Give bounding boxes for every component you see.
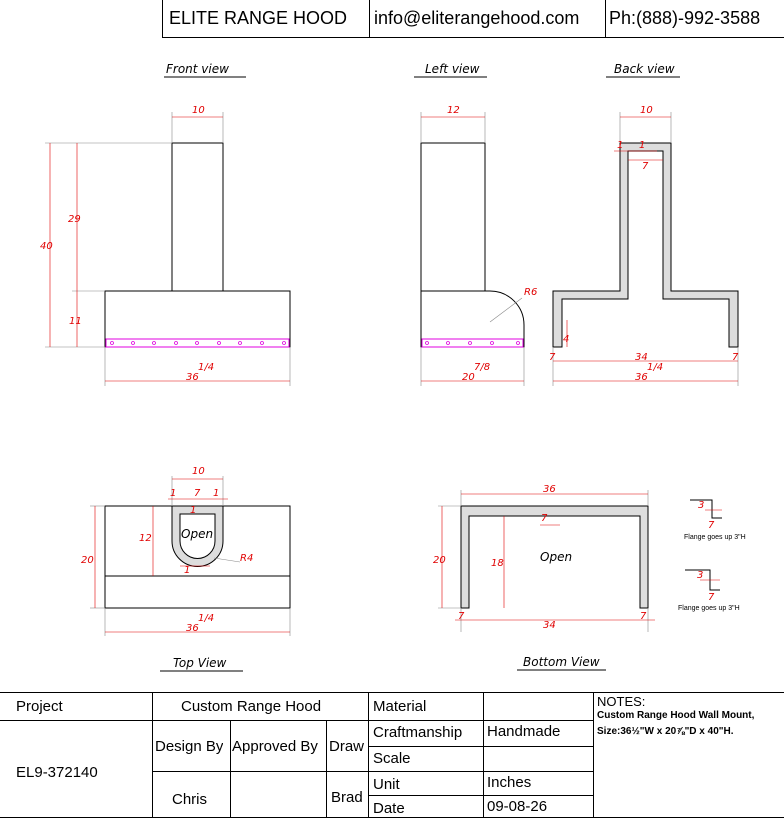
flange-dim-b: 7: [708, 520, 715, 531]
top-dim-depth-inner: 12: [139, 533, 152, 544]
scale-label: Scale: [373, 750, 411, 767]
bottom-view-title: Bottom View: [523, 655, 600, 669]
left-dim-radius: R6: [524, 287, 537, 298]
top-dim-wall-right: 1: [213, 488, 219, 499]
project-number: EL9-372140: [16, 764, 98, 781]
unit-value: Inches: [487, 774, 532, 791]
design-by-label: Design By: [155, 738, 224, 755]
flange-dim-d: 7: [708, 592, 715, 603]
header-phone: Ph:(888)-992-3588: [605, 0, 784, 38]
back-dim-side-right: 7: [732, 352, 739, 363]
unit-label: Unit: [373, 776, 400, 793]
bottom-dim-back-wall: 7: [541, 513, 548, 524]
back-dim-wall-left: 1: [617, 140, 623, 151]
front-vent-strip: [105, 338, 290, 348]
craftmanship-label: Craftmanship: [373, 724, 463, 741]
left-view-title: Left view: [425, 62, 480, 76]
bottom-dim-side-left: 7: [458, 611, 465, 622]
top-dim-bottom-width: 36: [186, 623, 199, 634]
bottom-dim-side-right: 7: [640, 611, 647, 622]
back-dim-inner: 7: [642, 161, 649, 172]
bottom-dim-depth-inner: 18: [491, 558, 504, 569]
top-dim-mid: 1: [190, 505, 196, 516]
left-canopy: [420, 290, 525, 348]
back-dim-bottom-frac: 1/4: [647, 362, 663, 373]
top-dim-depth: 20: [81, 555, 94, 566]
back-dim-side-left: 7: [549, 352, 556, 363]
date-label: Date: [373, 800, 405, 817]
bottom-dim-top-width: 36: [543, 484, 556, 495]
project-name: Custom Range Hood: [181, 698, 322, 715]
flange-note-bottom: Flange goes up 3"H: [678, 605, 740, 612]
back-dim-top-width: 10: [640, 105, 653, 116]
top-open-label: Open: [181, 527, 213, 541]
bottom-open-label: Open: [540, 550, 572, 564]
material-label: Material: [373, 698, 427, 715]
front-dim-bottom-frac: 1/4: [198, 362, 214, 373]
draw-label: Draw: [329, 738, 365, 755]
notes-line-2: Size:36½"W x 20⅞"D x 40"H.: [597, 726, 734, 737]
left-dim-depth: 20: [462, 372, 475, 383]
top-view-title: Top View: [173, 656, 227, 670]
flange-detail-bottom: 3 7 Flange goes up 3"H: [678, 569, 740, 612]
technical-drawing: Front view 10 40 29 11 36 1/4 Left v: [40, 62, 746, 672]
bottom-view: Bottom View Open 36 7 20 18 7 34 7 3 7 F…: [433, 484, 746, 671]
back-view-title: Back view: [614, 62, 675, 76]
back-dim-inner-bottom: 34: [635, 352, 648, 363]
front-view: Front view 10 40 29 11 36 1/4: [40, 62, 291, 386]
front-dim-total-height: 40: [40, 241, 53, 252]
front-vent-holes: [110, 341, 286, 345]
back-dim-bottom-width: 36: [635, 372, 648, 383]
front-dim-upper-height: 29: [68, 214, 81, 225]
left-vent-holes: [425, 341, 520, 345]
front-view-title: Front view: [166, 62, 229, 76]
top-chimney-shell: [171, 505, 224, 567]
left-view: Left view 12 R6 20 7/8: [414, 62, 537, 386]
left-dim-depth-frac: 7/8: [474, 362, 490, 373]
design-by-value: Chris: [172, 791, 208, 808]
left-vent-strip: [421, 338, 524, 348]
front-dim-top-width: 10: [192, 105, 205, 116]
back-view: Back view 10 1 1 7 4 7 34 7 36 1/4: [549, 62, 739, 386]
craftmanship-value: Handmade: [487, 723, 561, 740]
front-dim-lower-height: 11: [69, 316, 82, 327]
notes-label: NOTES:: [597, 694, 646, 709]
approved-by-label: Approved By: [232, 738, 318, 755]
front-chimney: [171, 142, 224, 292]
flange-dim-a: 3: [698, 500, 704, 511]
project-label: Project: [16, 698, 63, 715]
top-dim-inner: 7: [194, 488, 201, 499]
top-dim-radius: R4: [240, 553, 253, 564]
bottom-dim-depth: 20: [433, 555, 446, 566]
left-dim-top-width: 12: [447, 105, 460, 116]
top-dim-bottom-frac: 1/4: [198, 613, 214, 624]
date-value: 09-08-26: [487, 798, 548, 815]
flange-dim-c: 3: [697, 570, 703, 581]
top-view: Top View Open 10 1 7 1 1 12 20 R4 1 36 1…: [81, 466, 291, 672]
top-outline: [104, 505, 291, 609]
back-dim-wall-right: 1: [639, 140, 645, 151]
top-dim-bottom-wall: 1: [184, 565, 190, 576]
header-company: ELITE RANGE HOOD: [162, 0, 370, 38]
bottom-dim-inner: 34: [543, 620, 556, 631]
draw-value: Brad: [331, 789, 363, 806]
front-dim-bottom-width: 36: [186, 372, 199, 383]
header-email[interactable]: info@eliterangehood.com: [369, 0, 606, 38]
top-dim-top-width: 10: [192, 466, 205, 477]
flange-note-top: Flange goes up 3"H: [684, 534, 746, 541]
back-dim-flange: 4: [563, 334, 569, 345]
flange-detail-top: 3 7 Flange goes up 3"H: [684, 499, 746, 541]
bottom-u-shell: [460, 505, 649, 609]
notes-line-1: Custom Range Hood Wall Mount,: [597, 710, 755, 721]
top-dim-wall-left: 1: [170, 488, 176, 499]
left-chimney: [420, 142, 486, 292]
back-shell: [552, 142, 739, 348]
